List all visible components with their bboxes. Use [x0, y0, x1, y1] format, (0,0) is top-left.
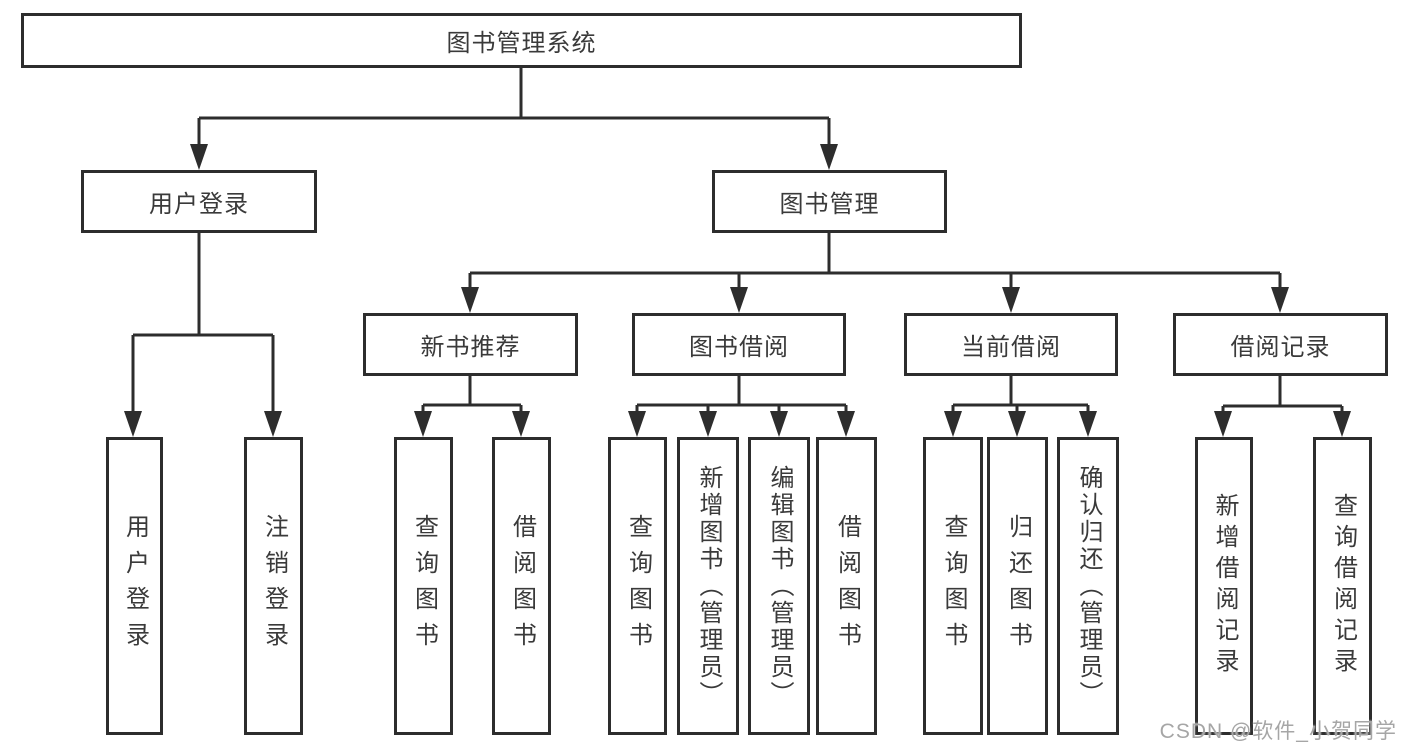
- leaf-bb-add-books-admin: 新增图书（管理员）: [677, 437, 739, 735]
- node-book-management: 图书管理: [712, 170, 947, 233]
- node-current-borrowing: 当前借阅: [904, 313, 1118, 376]
- leaf-label: 新增借阅记录: [1211, 493, 1238, 679]
- leaf-label: 新增图书（管理员）: [695, 464, 722, 708]
- arrowhead-down-icon: [264, 411, 282, 437]
- leaf-br-add-record: 新增借阅记录: [1195, 437, 1253, 735]
- arrowhead-down-icon: [512, 411, 530, 437]
- node-label: 图书借阅: [689, 334, 789, 361]
- arrowhead-down-icon: [770, 411, 788, 437]
- leaf-cb-confirm-return-admin: 确认归还（管理员）: [1057, 437, 1119, 735]
- leaf-label: 借阅图书: [508, 514, 536, 658]
- arrowhead-down-icon: [730, 287, 748, 313]
- leaf-label: 借阅图书: [833, 514, 861, 658]
- arrowhead-down-icon: [190, 144, 208, 170]
- arrowhead-down-icon: [1002, 287, 1020, 313]
- node-new-book-recommendation: 新书推荐: [363, 313, 578, 376]
- node-label: 新书推荐: [420, 334, 521, 361]
- leaf-label: 查询借阅记录: [1329, 493, 1357, 679]
- leaf-label: 归还图书: [1004, 514, 1032, 658]
- csdn-watermark: CSDN @软件_小贺同学: [1159, 720, 1397, 743]
- leaf-label: 编辑图书（管理员）: [766, 464, 793, 708]
- arrowhead-down-icon: [461, 287, 479, 313]
- leaf-label: 查询图书: [624, 514, 652, 658]
- leaf-label: 查询图书: [410, 514, 438, 658]
- leaf-br-query-record: 查询借阅记录: [1313, 437, 1372, 735]
- node-label: 图书管理: [779, 191, 880, 218]
- leaf-bb-borrow-books: 借阅图书: [816, 437, 877, 735]
- arrowhead-down-icon: [1333, 411, 1351, 437]
- arrowhead-down-icon: [124, 411, 142, 437]
- node-label: 用户登录: [149, 191, 249, 218]
- arrowhead-down-icon: [944, 411, 962, 437]
- arrowhead-down-icon: [820, 144, 838, 170]
- leaf-label: 注销登录: [260, 514, 288, 658]
- arrowhead-down-icon: [1271, 287, 1289, 313]
- arrowhead-down-icon: [837, 411, 855, 437]
- arrowhead-down-icon: [628, 411, 646, 437]
- leaf-label: 确认归还（管理员）: [1075, 464, 1102, 708]
- node-label: 借阅记录: [1230, 334, 1331, 361]
- leaf-logout: 注销登录: [244, 437, 303, 735]
- leaf-bb-edit-books-admin: 编辑图书（管理员）: [748, 437, 810, 735]
- leaf-nb-query-books: 查询图书: [394, 437, 453, 735]
- node-label: 当前借阅: [961, 334, 1061, 361]
- leaf-cb-query-books: 查询图书: [923, 437, 983, 735]
- leaf-label: 用户登录: [121, 514, 149, 658]
- node-book-borrowing: 图书借阅: [632, 313, 846, 376]
- node-library-management-system: 图书管理系统: [21, 13, 1022, 68]
- node-borrowing-records: 借阅记录: [1173, 313, 1388, 376]
- node-user-login: 用户登录: [81, 170, 317, 233]
- leaf-user-login: 用户登录: [106, 437, 163, 735]
- leaf-label: 查询图书: [940, 514, 967, 658]
- arrowhead-down-icon: [1214, 411, 1232, 437]
- arrowhead-down-icon: [414, 411, 432, 437]
- node-label: 图书管理系统: [446, 30, 597, 57]
- arrowhead-down-icon: [699, 411, 717, 437]
- leaf-cb-return-books: 归还图书: [987, 437, 1048, 735]
- arrowhead-down-icon: [1079, 411, 1097, 437]
- leaf-nb-borrow-books: 借阅图书: [492, 437, 551, 735]
- arrowhead-down-icon: [1008, 411, 1026, 437]
- leaf-bb-query-books: 查询图书: [608, 437, 667, 735]
